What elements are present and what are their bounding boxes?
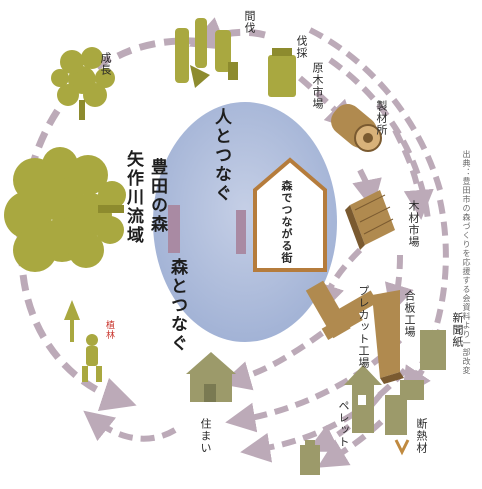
forest-title-line2: 矢作川流域 (123, 150, 143, 245)
source-caption: 出典：豊田市の森づくりを応援する会資料より一部改変 (462, 150, 471, 375)
newspaper-icon (420, 330, 446, 370)
label-growth: 成長 (99, 52, 112, 76)
forest-title-line1: 豊田の森 (147, 158, 167, 234)
city-house-icon (253, 157, 327, 272)
label-planting: 植林 (104, 320, 114, 340)
thinning-trees-icon (175, 18, 238, 88)
label-plywood-factory: 合板工場 (403, 290, 416, 338)
label-newspaper: 新聞紙 (451, 312, 464, 348)
house-icon (186, 352, 236, 402)
city-label: 森でつながる街 (280, 180, 293, 264)
center-text-people: 人とつなぐ (211, 108, 231, 203)
lumber-stack-icon (345, 190, 395, 250)
label-pellet: ペレット (337, 400, 350, 448)
label-thinning: 間伐 (243, 10, 256, 34)
divider-post-2 (236, 210, 246, 254)
log-icon (331, 104, 382, 152)
label-sawmill: 製材所 (375, 100, 388, 136)
label-precut-factory: プレカット工場 (357, 285, 370, 369)
pellet-icon (300, 365, 382, 475)
label-house: 住まい (199, 418, 212, 454)
label-lumber-market: 木材市場 (407, 200, 420, 248)
logging-icon (268, 48, 296, 97)
label-insulation: 断熱材 (415, 418, 428, 454)
precut-beams-icon (305, 280, 378, 341)
insulation-icon (385, 380, 424, 456)
forest-trees-icon (4, 147, 126, 272)
outer-cycle-arrows (5, 17, 266, 412)
growth-trees-icon (51, 47, 115, 120)
label-logging: 伐採 (295, 35, 308, 59)
plywood-icon (372, 290, 404, 384)
divider-post (168, 205, 180, 253)
label-log-market: 原木市場 (311, 62, 324, 110)
planting-person-icon (64, 300, 102, 382)
center-text-forest: 森とつなぐ (167, 258, 187, 353)
